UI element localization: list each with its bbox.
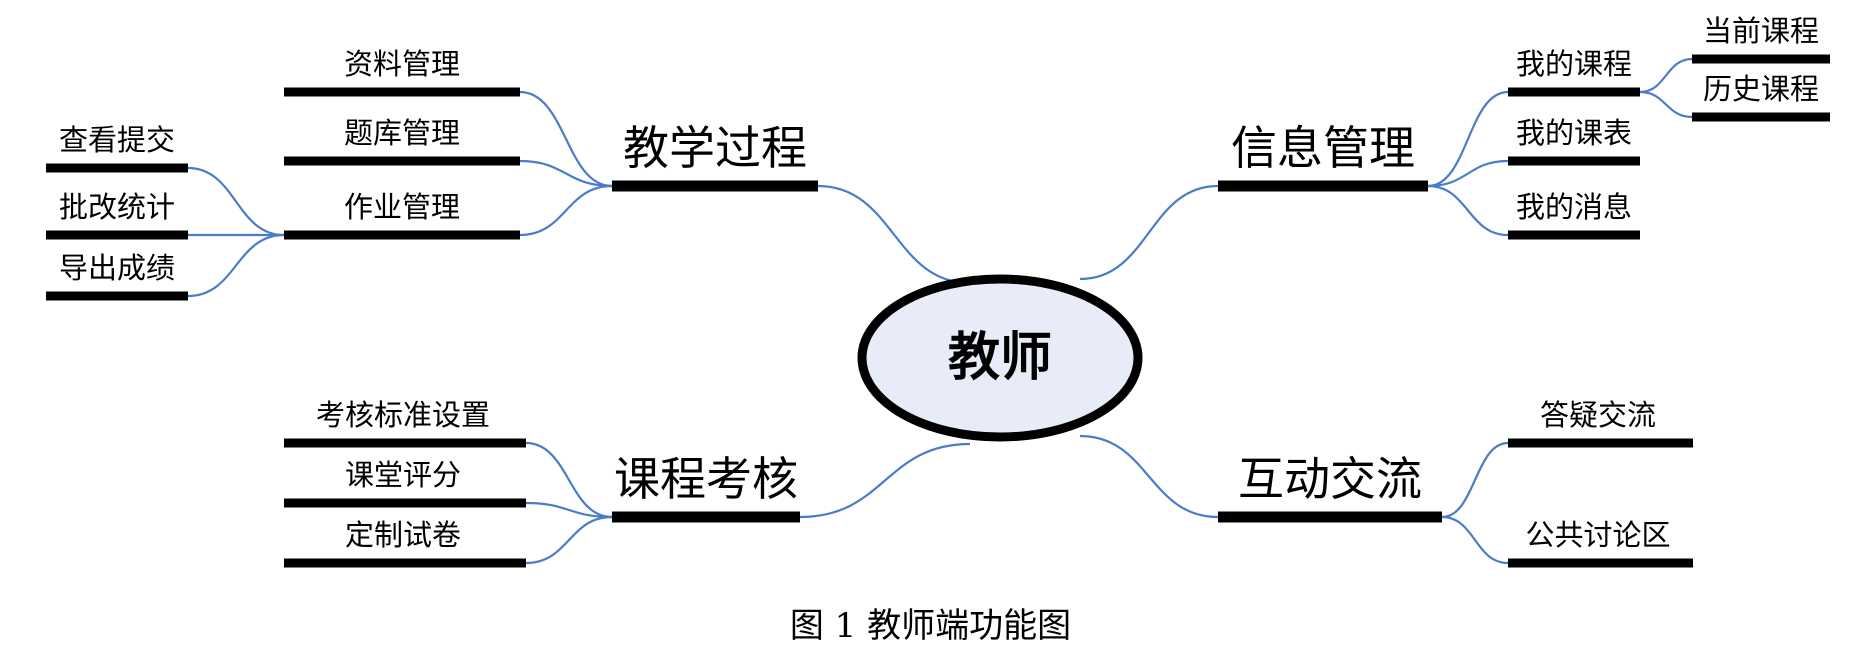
child-label-teaching-2: 作业管理 (343, 190, 460, 224)
child-label-assessment-1: 课堂评分 (344, 458, 461, 492)
branch-label-info: 信息管理 (1231, 121, 1415, 175)
link-teaching-0 (519, 90, 613, 188)
link-info-0 (1427, 90, 1509, 188)
link-assessment-0 (525, 441, 613, 519)
branch-label-teaching: 教学过程 (623, 121, 807, 175)
link-assessment-1 (525, 501, 613, 519)
child-label-info-1: 我的课表 (1515, 116, 1632, 150)
link-center-teaching (817, 184, 971, 285)
link-teaching-2-2 (187, 233, 285, 298)
link-center-interaction (1079, 434, 1219, 519)
leaf-label-info-0-0: 当前课程 (1702, 14, 1819, 48)
child-label-assessment-0: 考核标准设置 (315, 398, 490, 432)
branch-label-interaction: 互动交流 (1238, 452, 1422, 506)
leaf-label-teaching-2-0: 查看提交 (58, 123, 175, 157)
link-teaching-2-0 (187, 166, 285, 237)
link-interaction-0 (1441, 441, 1509, 519)
leaf-label-teaching-2-2: 导出成绩 (58, 251, 175, 285)
leaf-label-teaching-2-1: 批改统计 (58, 190, 175, 224)
figure-caption: 图 1 教师端功能图 (789, 606, 1072, 646)
link-center-assessment (799, 442, 971, 519)
link-teaching-1 (519, 159, 613, 188)
child-label-interaction-1: 公共讨论区 (1525, 518, 1671, 552)
link-info-2 (1427, 184, 1509, 237)
link-center-info (1079, 184, 1219, 281)
leaf-label-info-0-1: 历史课程 (1702, 72, 1819, 106)
child-label-info-0: 我的课程 (1515, 47, 1632, 81)
link-info-0-0 (1639, 57, 1693, 94)
child-label-interaction-0: 答疑交流 (1539, 398, 1656, 432)
child-label-assessment-2: 定制试卷 (344, 518, 461, 552)
child-label-info-2: 我的消息 (1515, 190, 1632, 224)
child-label-teaching-1: 题库管理 (343, 116, 460, 150)
branch-label-assessment: 课程考核 (614, 452, 798, 506)
center-node-label: 教师 (947, 328, 1052, 388)
child-label-teaching-0: 资料管理 (343, 47, 460, 81)
center-node-ellipse (857, 274, 1143, 442)
link-info-1 (1427, 159, 1509, 188)
link-interaction-1 (1441, 515, 1509, 565)
link-info-0-1 (1639, 90, 1693, 119)
link-teaching-2 (519, 184, 613, 237)
link-assessment-2 (525, 515, 613, 565)
